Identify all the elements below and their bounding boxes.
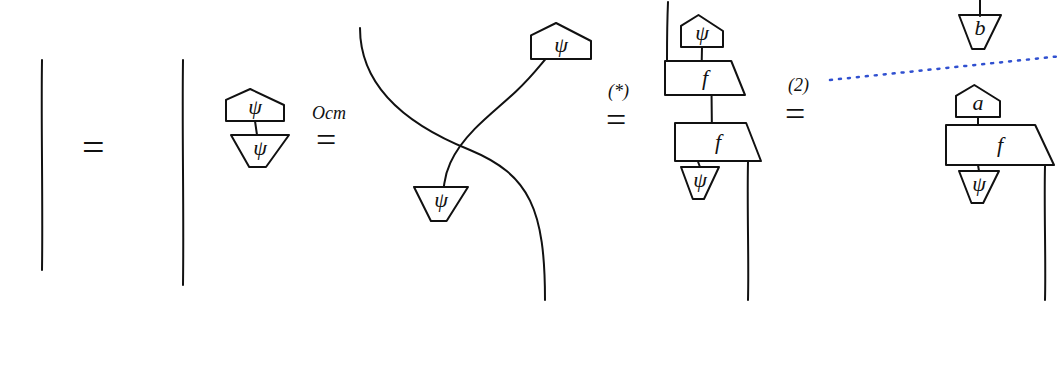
box-border [681,167,719,199]
box-symbol: ψ [554,34,568,56]
effect-box: b [958,14,1002,50]
box-border [959,15,1001,49]
output-wire [747,162,750,300]
box-border [531,23,591,59]
morphism-box: f [945,124,1055,166]
box-border [675,123,761,161]
state-box: ψ [225,88,285,122]
box-border [414,187,468,221]
identity-wire [41,60,44,270]
equals-sign: = [783,96,807,132]
equals-sign: = [604,102,628,138]
box-symbol: f [715,131,721,153]
box-border [959,171,999,203]
input-wire [667,2,668,60]
box-symbol: ψ [972,173,986,195]
effect-box: ψ [413,186,469,222]
box-border [946,125,1054,165]
wire-connector [711,95,713,123]
box-border [231,135,289,167]
box-symbol: f [702,67,708,89]
box-border [226,89,284,121]
box-symbol: ψ [253,137,267,159]
crossing-wire [360,28,545,300]
state-box: a [955,84,1001,118]
box-border [956,85,1000,117]
wire-connector [701,47,703,61]
step-annotation: (2) [786,76,811,94]
effect-box: ψ [680,166,720,200]
morphism-box: f [664,60,746,96]
box-border [665,61,745,95]
wire-connector [977,117,979,125]
identity-wire [182,60,185,285]
morphism-box: f [674,122,762,162]
box-symbol: ψ [695,22,709,44]
input-wire [979,0,981,16]
step-annotation: Ocm [310,104,348,122]
step-annotation: (*) [606,82,631,100]
dotted-divider [830,56,1062,80]
output-wire [1044,166,1047,300]
wire-connector [255,121,257,135]
equals-sign: = [80,128,107,168]
box-symbol: ψ [693,169,707,191]
box-symbol: ψ [434,189,448,211]
state-box: ψ [680,14,724,48]
state-box: ψ [530,22,592,60]
box-border [681,15,723,47]
box-symbol: b [975,17,986,39]
box-symbol: ψ [248,96,262,118]
effect-box: ψ [230,134,290,168]
box-symbol: a [973,92,984,114]
equals-sign: = [314,122,338,158]
effect-box: ψ [958,170,1000,204]
wire-connector [444,59,546,187]
box-symbol: f [997,134,1003,156]
